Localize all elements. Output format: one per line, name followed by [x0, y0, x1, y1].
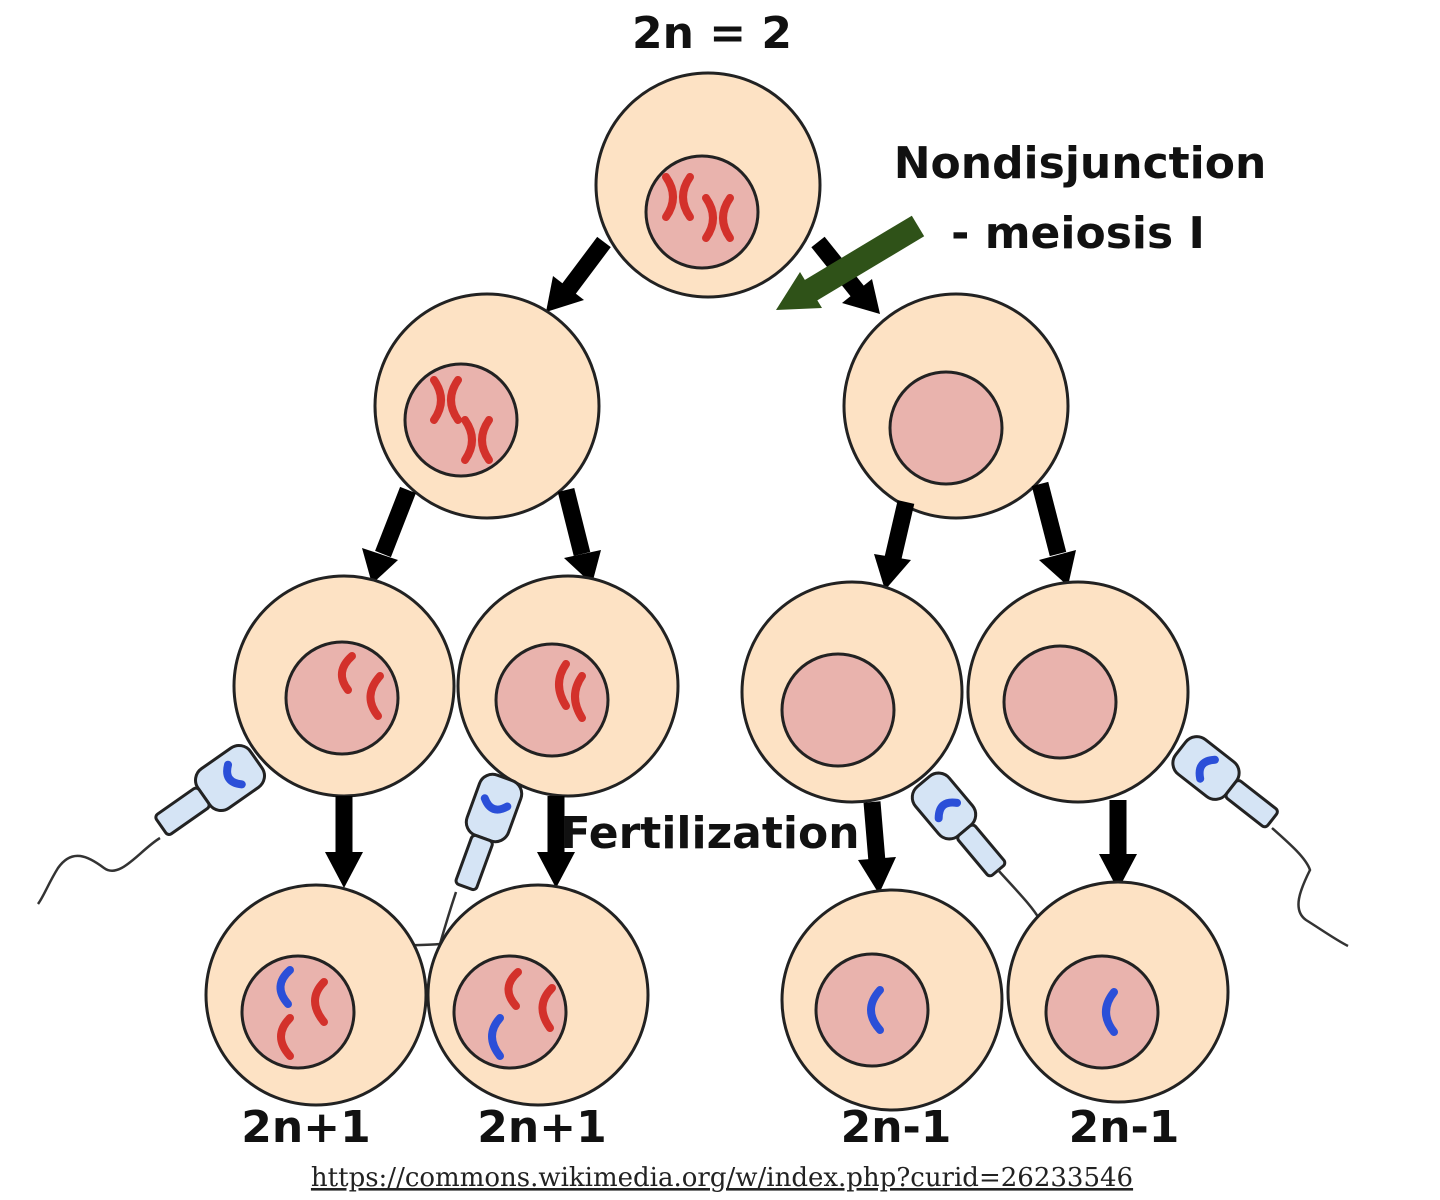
arrow-right-to-egg3 — [874, 500, 915, 590]
sperm-1 — [36, 743, 266, 905]
arrow-fertilization-3 — [858, 801, 896, 894]
meiosis1-cell-left — [373, 292, 601, 520]
zygote-1 — [204, 883, 428, 1107]
arrow-left-to-egg1 — [362, 486, 416, 584]
gamete-cell-4 — [966, 580, 1190, 804]
nondisjunction-arrow — [776, 215, 925, 310]
nondisjunction-sublabel: - meiosis I — [951, 208, 1205, 259]
arrow-fertilization-1 — [325, 796, 363, 888]
result-label-1: 2n+1 — [241, 1102, 370, 1153]
chromosome-pair-red — [662, 173, 734, 242]
sperm-2 — [372, 772, 524, 1005]
ploidy-label-top: 2n = 2 — [632, 8, 792, 59]
fertilization-label: Fertilization — [560, 808, 859, 859]
zygote-3 — [780, 888, 1004, 1112]
arrow-right-to-egg4 — [1031, 481, 1076, 586]
nondisjunction-label: Nondisjunction — [894, 138, 1267, 189]
source-credit[interactable]: https://commons.wikimedia.org/w/index.ph… — [311, 1163, 1133, 1193]
gamete-cell-2 — [456, 574, 680, 798]
arrow-fertilization-4 — [1099, 800, 1137, 890]
gamete-cell-3 — [740, 580, 964, 804]
result-label-3: 2n-1 — [841, 1102, 952, 1153]
gamete-cell-1 — [232, 574, 456, 798]
arrow-left-to-egg2 — [557, 487, 601, 584]
zygote-4 — [1006, 880, 1230, 1104]
parent-cell — [594, 71, 822, 299]
arrow-parent-to-left — [546, 236, 611, 312]
result-label-2: 2n+1 — [477, 1102, 606, 1153]
meiosis1-cell-right — [842, 292, 1070, 520]
result-label-4: 2n-1 — [1069, 1102, 1180, 1153]
sperm-4 — [1171, 735, 1349, 948]
arrow-fertilization-2 — [537, 796, 575, 888]
zygote-2 — [426, 883, 650, 1107]
